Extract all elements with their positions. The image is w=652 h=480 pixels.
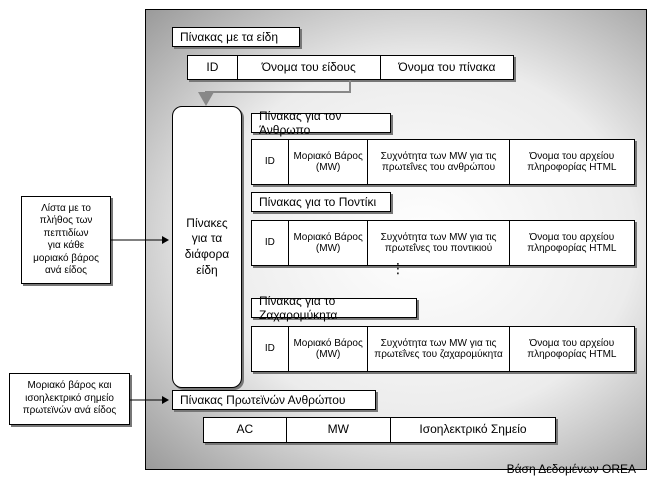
human-col-html-file: Όνομα του αρχείου πληροφορίας HTML <box>527 150 617 174</box>
species-col-id: ID <box>188 56 238 79</box>
mouse-col-frequency: Συχνότητα των MW για τις πρωτεΐνες του π… <box>368 221 510 265</box>
note-bottom-line-3: πρωτεϊνών ανά είδος <box>22 405 117 417</box>
note-top-line-3: πεπτιδίων <box>43 227 89 239</box>
center-line-3: διάφορα <box>184 247 230 261</box>
species-col-name: Όνομα του είδους <box>238 56 381 79</box>
peptide-count-note: Λίστα με το πλήθος των πεπτιδίων για κάθ… <box>21 196 111 284</box>
sugarcane-col-frequency: Συχνότητα των MW για τις πρωτεΐνες του ζ… <box>368 327 510 371</box>
species-table-title: Πίνακας με τα είδη <box>172 27 300 47</box>
note-top-line-2: πλήθος των <box>39 215 93 226</box>
sugarcane-col-mw: Μοριακό Βάρος (MW) <box>289 327 369 371</box>
note-top-line-1: Λίστα με το <box>41 202 91 214</box>
sugarcane-col-id: ID <box>252 327 289 371</box>
human-col-frequency: Συχνότητα των MW για τις πρωτεΐνες του α… <box>368 140 510 184</box>
human-proteins-table-title: Πίνακας Πρωτεϊνών Ανθρώπου <box>172 390 376 410</box>
sugarcane-table-row: ID Μοριακό Βάρος (MW) Συχνότητα των MW γ… <box>251 326 635 372</box>
note-top-line-6: ανά είδος <box>45 265 87 276</box>
species-tables-box: Πίνακες για τα διάφορα είδη <box>172 106 242 388</box>
human-proteins-table-row: AC MW Ισοηλεκτρικό Σημείο <box>203 417 556 443</box>
species-to-center-arrow <box>198 80 351 106</box>
species-table-row: ID Όνομα του είδους Όνομα του πίνακα <box>187 55 514 80</box>
center-line-1: Πίνακες <box>186 215 228 230</box>
sugarcane-table-title: Πίνακας για το Ζαχαροµύκητα <box>251 294 417 322</box>
note-top-line-4: για κάθε <box>47 240 85 251</box>
human-col-mw: Μοριακό Βάρος (MW) <box>289 140 369 184</box>
mouse-table-title: Πίνακας για το Ποντίκι <box>251 192 391 212</box>
mw-isoelectric-note: Μοριακό βάρος και ισοηλεκτρικό σημείο πρ… <box>9 373 130 425</box>
human-col-id: ID <box>252 140 289 184</box>
proteins-col-ac: AC <box>204 418 287 442</box>
species-col-table-name: Όνομα του πίνακα <box>398 59 496 74</box>
center-line-2: για τα <box>191 231 223 246</box>
note-top-line-5: μοριακό βάρος <box>33 252 99 264</box>
human-table-row: ID Μοριακό Βάρος (MW) Συχνότητα των MW γ… <box>251 139 635 185</box>
center-line-4: είδη <box>196 262 218 277</box>
sugarcane-col-html-file: Όνομα του αρχείου πληροφορίας HTML <box>527 337 617 361</box>
mouse-col-id: ID <box>252 221 289 265</box>
mouse-table-row: ID Μοριακό Βάρος (MW) Συχνότητα των MW γ… <box>251 220 635 266</box>
note-bottom-line-1: Μοριακό βάρος και <box>27 380 112 392</box>
note-bottom-line-2: ισοηλεκτρικό σημείο <box>25 392 114 404</box>
mouse-col-html-file: Όνομα του αρχείου πληροφορίας HTML <box>527 231 617 255</box>
mouse-col-mw: Μοριακό Βάρος (MW) <box>289 221 369 265</box>
proteins-col-mw: MW <box>287 418 391 442</box>
database-label: Βάση Δεδομένων OREA <box>506 462 636 476</box>
proteins-col-isoelectric: Ισοηλεκτρικό Σημείο <box>419 422 527 437</box>
